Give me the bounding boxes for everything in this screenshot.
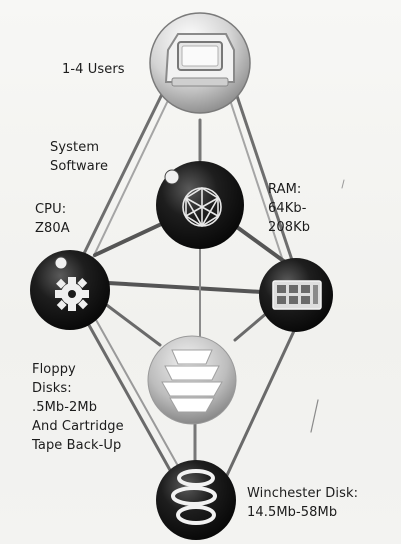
users-node bbox=[149, 12, 251, 114]
stray-mark bbox=[310, 399, 319, 433]
winchester-disk-icon bbox=[171, 469, 217, 525]
link-cpu-winchester-shadow bbox=[94, 317, 188, 483]
users-label: 1-4 Users bbox=[62, 62, 125, 77]
ram-node bbox=[259, 258, 333, 332]
floppy-disk-stack-icon bbox=[161, 349, 223, 413]
link-users-cpu bbox=[73, 86, 167, 274]
floppy-node bbox=[147, 335, 237, 425]
connection-lines bbox=[73, 86, 345, 490]
winchester-label: Winchester Disk: 14.5Mb-58Mb bbox=[247, 486, 359, 520]
link-users-ram-shadow bbox=[227, 93, 287, 271]
system-software-label: System Software bbox=[50, 140, 109, 174]
globe-network-icon bbox=[182, 187, 222, 227]
link-ram-software bbox=[228, 220, 287, 264]
link-cpu-ram bbox=[106, 281, 264, 294]
floppy-label: Floppy Disks: .5Mb-2Mb And Cartridge Tap… bbox=[32, 362, 124, 453]
stray-mark-2 bbox=[341, 179, 345, 189]
memory-chip-icon bbox=[272, 280, 322, 310]
link-cpu-winchester bbox=[83, 316, 182, 490]
system-software-node bbox=[156, 161, 244, 249]
computer-terminal-icon bbox=[164, 33, 235, 87]
cpu-label: CPU: Z80A bbox=[35, 202, 70, 236]
link-ram-winchester bbox=[220, 316, 302, 488]
link-ram-floppy bbox=[233, 310, 270, 342]
link-cpu-floppy bbox=[98, 298, 162, 347]
winchester-node bbox=[156, 460, 236, 540]
link-users-cpu-shadow bbox=[87, 91, 173, 269]
ram-label: RAM: 64Kb- 208Kb bbox=[268, 182, 311, 235]
cog-gear-icon bbox=[55, 277, 89, 311]
link-cpu-software bbox=[93, 218, 172, 257]
cpu-node bbox=[30, 250, 110, 330]
link-users-ram bbox=[233, 88, 298, 274]
